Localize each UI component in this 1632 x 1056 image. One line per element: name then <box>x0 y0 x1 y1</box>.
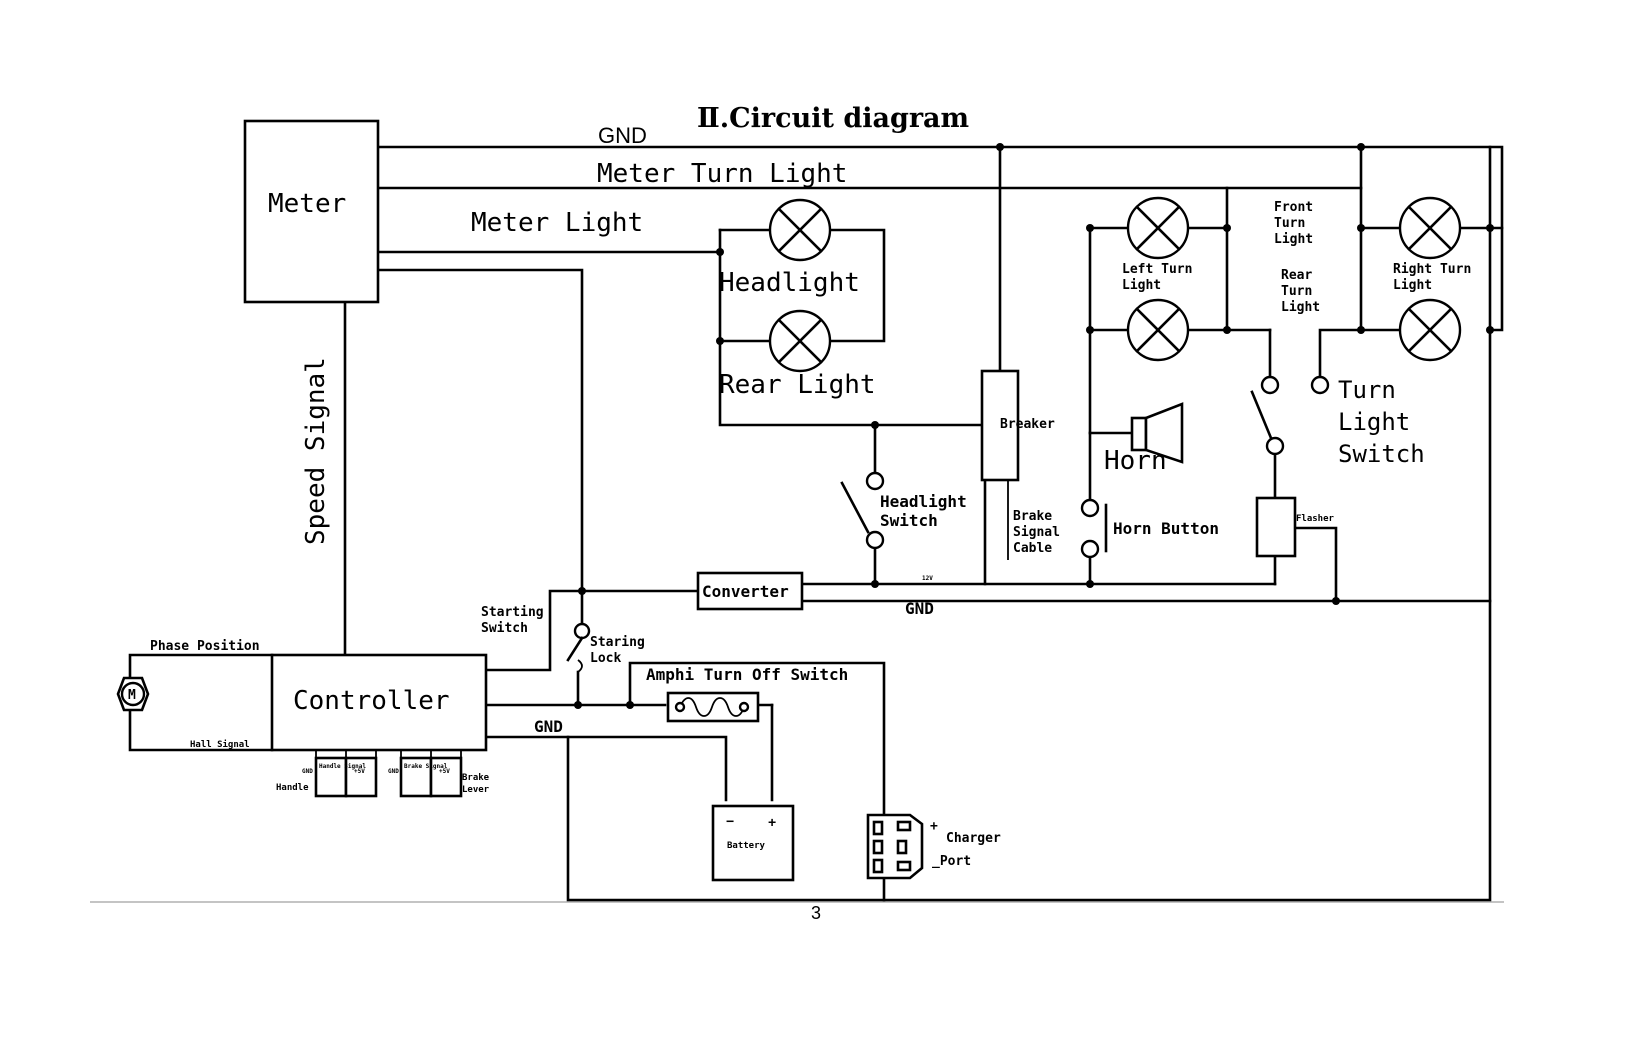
battery-icon: − + Battery <box>711 804 795 882</box>
front-turn-light-label-2: Turn <box>1274 216 1305 231</box>
controller-block: Controller <box>270 653 488 752</box>
left-turn-light-label-2: Light <box>1122 278 1161 293</box>
phase-position-label: Phase Position <box>150 639 260 654</box>
left-front-turn-lamp <box>1126 196 1190 260</box>
controller-label: Controller <box>293 686 450 716</box>
staring-lock-label-1: Staring <box>590 635 645 650</box>
charger-port-label-2: _Port <box>932 854 971 869</box>
headlight-label: Headlight <box>719 268 860 298</box>
brake-signal-cable-label-3: Cable <box>1013 541 1052 556</box>
motor-label: M <box>128 688 136 703</box>
left-turn-light-label-1: Left Turn <box>1122 262 1192 277</box>
rear-light-label: Rear Light <box>719 370 876 400</box>
headlight-lamp <box>768 198 832 262</box>
battery-label: Battery <box>727 841 766 851</box>
flasher-label: Flasher <box>1296 514 1335 524</box>
meter-block: Meter <box>243 119 380 304</box>
handle-label: Handle <box>276 783 309 793</box>
battery-plus-label: + <box>768 814 776 830</box>
starting-switch-label-2: Switch <box>481 621 528 636</box>
flasher <box>1255 496 1297 558</box>
pin-label-6: +5V <box>439 768 450 775</box>
right-turn-light-label-2: Light <box>1393 278 1432 293</box>
headlight-switch <box>840 471 885 550</box>
gnd-controller-label: GND <box>534 717 563 736</box>
converter-12v-label: 12V <box>922 575 933 582</box>
pin-label-1: GND <box>302 768 313 775</box>
turn-light-switch-label-3: Switch <box>1338 440 1425 468</box>
page-number: 3 <box>811 903 821 923</box>
horn-icon <box>1130 402 1184 464</box>
turn-light-switch-label-2: Light <box>1338 408 1410 436</box>
gnd-top-label: GND <box>598 123 647 148</box>
right-turn-light-label-1: Right Turn <box>1393 262 1471 277</box>
converter-gnd-label: GND <box>905 599 934 618</box>
speed-signal-label: Speed Signal <box>301 357 331 545</box>
breaker: Breaker <box>980 369 1055 482</box>
horn-button <box>1080 498 1108 559</box>
converter: Converter <box>696 571 804 611</box>
front-turn-light-label-3: Light <box>1274 232 1313 247</box>
charger-plus-label: + <box>930 819 938 834</box>
rear-light-lamp <box>768 309 832 373</box>
meter-label: Meter <box>268 189 346 219</box>
turn-light-switch <box>1250 375 1330 456</box>
brake-lever-label-2: Lever <box>462 785 490 795</box>
pin-label-4: GND <box>388 768 399 775</box>
brake-signal-cable-label-2: Signal <box>1013 525 1060 540</box>
charger-port-icon <box>866 813 924 880</box>
brake-signal-cable-label-1: Brake <box>1013 509 1052 524</box>
staring-lock-switch <box>566 622 591 673</box>
hall-signal-label: Hall Signal <box>190 739 250 750</box>
horn-button-label: Horn Button <box>1113 519 1219 538</box>
breaker-label: Breaker <box>1000 417 1055 432</box>
motor-icon: M <box>116 676 150 712</box>
meter-turn-light-label: Meter Turn Light <box>597 159 847 189</box>
left-rear-turn-lamp <box>1126 298 1190 362</box>
rear-turn-light-label-1: Rear <box>1281 268 1312 283</box>
amphi-switch-icon <box>666 691 760 723</box>
headlight-switch-label-1: Headlight <box>880 492 967 511</box>
charger-port-label-1: Charger <box>946 831 1001 846</box>
converter-label: Converter <box>702 582 789 601</box>
right-front-turn-lamp <box>1398 196 1462 260</box>
pin-label-3: +5V <box>354 768 365 775</box>
turn-light-switch-label-1: Turn <box>1338 376 1396 404</box>
pin-label-5: Brake Signal <box>404 763 448 770</box>
diagram-title: Ⅱ.Circuit diagram <box>697 103 969 134</box>
amphi-switch-label: Amphi Turn Off Switch <box>646 665 848 684</box>
wiring <box>128 145 1504 902</box>
rear-turn-light-label-3: Light <box>1281 300 1320 315</box>
pin-label-2: Handle Signal <box>319 763 366 770</box>
controller-pins: GND Handle Signal +5V GND Brake Signal +… <box>302 750 463 798</box>
right-rear-turn-lamp <box>1398 298 1462 362</box>
rear-turn-light-label-2: Turn <box>1281 284 1312 299</box>
meter-light-label: Meter Light <box>471 208 643 238</box>
headlight-switch-label-2: Switch <box>880 511 938 530</box>
junction-dots <box>574 143 1494 709</box>
front-turn-light-label-1: Front <box>1274 200 1313 215</box>
horn-label: Horn <box>1104 446 1167 476</box>
staring-lock-label-2: Lock <box>590 651 621 666</box>
starting-switch-label-1: Starting <box>481 605 544 620</box>
brake-lever-label-1: Brake <box>462 773 490 783</box>
battery-minus-label: − <box>726 813 734 829</box>
